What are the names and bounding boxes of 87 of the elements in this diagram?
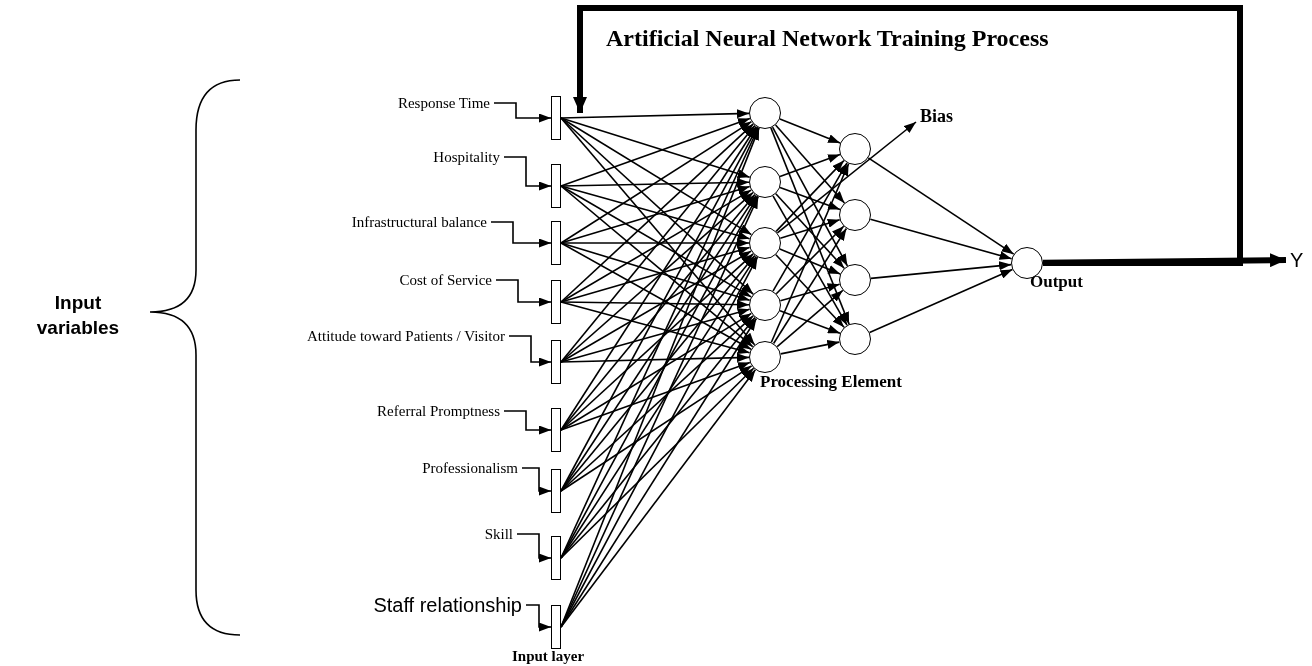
connection-arrow: [779, 186, 841, 211]
input-bar: [551, 408, 561, 452]
connection-arrow: [775, 225, 845, 295]
connection-arrow: [774, 124, 846, 204]
connection-arrow: [870, 261, 1012, 280]
connection-arrow: [560, 365, 753, 492]
elbow-arrow: [508, 335, 552, 367]
connection-arrow: [560, 308, 751, 363]
elbow-arrow: [525, 604, 552, 632]
diagram-title: Artificial Neural Network Training Process: [606, 25, 1049, 52]
neuron-circle: [749, 289, 781, 321]
group-label: Input variables: [35, 291, 121, 340]
input-variable-label: Referral Promptness: [377, 402, 500, 420]
neuron-circle: [749, 97, 781, 129]
connection-arrow: [770, 127, 850, 325]
neuron-circle: [749, 166, 781, 198]
connection-arrow: [867, 157, 1015, 255]
connection-arrow: [560, 109, 750, 119]
elbow-arrow: [495, 279, 552, 307]
connection-arrow: [775, 253, 845, 329]
output-caption: Output: [1030, 272, 1083, 292]
connection-arrow: [560, 254, 756, 492]
elbow-arrow: [493, 102, 552, 123]
input-variable-label: Hospitality: [433, 148, 500, 166]
connection-arrow: [779, 309, 841, 335]
connection-arrow: [560, 367, 755, 559]
connection-arrow: [560, 193, 756, 431]
input-variable-label: Staff relationship: [373, 594, 522, 616]
input-variable-label: Cost of Service: [399, 271, 492, 289]
connection-arrow: [560, 126, 759, 492]
connection-arrow: [779, 248, 841, 275]
connection-arrow: [560, 301, 751, 354]
connection-arrow: [560, 369, 757, 628]
connection-arrow: [779, 118, 841, 144]
neuron-circle: [839, 133, 871, 165]
neuron-circle: [839, 323, 871, 355]
connection-arrow: [560, 242, 752, 350]
elbow-arrow: [490, 221, 552, 248]
neuron-circle: [749, 341, 781, 373]
layer-label: Input layer: [512, 648, 585, 665]
connection-arrow: [560, 195, 759, 559]
connection-arrow: [869, 218, 1013, 260]
input-variable-label: Attitude toward Patients / Visitor: [307, 327, 505, 345]
connection-arrow: [560, 315, 754, 492]
thick-arrow: [573, 5, 1243, 266]
connection-arrow: [560, 361, 751, 431]
elbow-arrow: [503, 410, 552, 435]
connection-arrow: [772, 227, 848, 345]
connection-arrow: [776, 289, 844, 348]
connection-arrow: [779, 153, 841, 178]
elbow-arrow: [503, 156, 552, 191]
output-label: Y: [1290, 249, 1304, 271]
connection-arrow: [772, 195, 848, 326]
connection-arrow: [771, 126, 849, 267]
input-bar: [551, 469, 561, 513]
neuron-circle: [839, 264, 871, 296]
input-variable-label: Professionalism: [422, 459, 518, 477]
input-variable-label: Skill: [484, 525, 513, 543]
layer-label: Processing Element: [760, 372, 902, 392]
connection-arrow: [779, 283, 841, 302]
connection-arrow: [779, 219, 841, 239]
connection-arrow: [560, 250, 752, 363]
input-bar: [551, 536, 561, 580]
connection-arrow: [775, 159, 845, 233]
connection-arrow: [770, 162, 850, 344]
input-bar: [551, 280, 561, 324]
connection-arrow: [560, 253, 754, 431]
connection-arrow: [779, 340, 841, 355]
neuron-circle: [839, 199, 871, 231]
neuron-circle: [749, 227, 781, 259]
input-bar: [551, 605, 561, 649]
input-variable-label: Infrastructural balance: [351, 213, 487, 231]
bias-label: Bias: [920, 106, 953, 126]
connection-arrow: [868, 268, 1014, 334]
connection-arrow: [560, 312, 753, 431]
connection-arrow: [560, 178, 750, 188]
elbow-arrow: [516, 533, 552, 563]
elbow-arrow: [521, 467, 552, 496]
connection-arrow: [772, 162, 848, 292]
input-variable-label: Response Time: [397, 94, 490, 112]
connection-arrow: [776, 121, 917, 234]
input-bar: [551, 221, 561, 265]
connection-arrow: [775, 193, 845, 269]
connection-arrow: [560, 353, 750, 363]
input-bar: [551, 96, 561, 140]
input-bar: [551, 164, 561, 208]
input-bar: [551, 340, 561, 384]
